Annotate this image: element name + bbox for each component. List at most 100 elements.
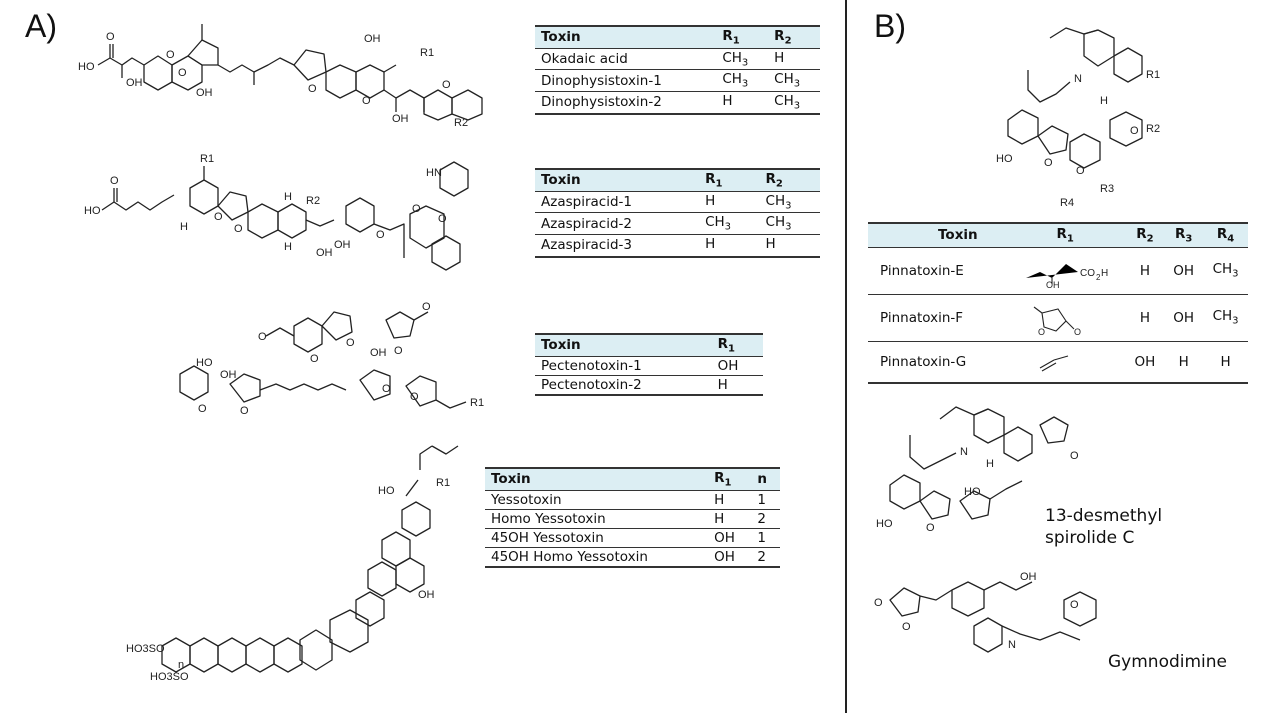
- svg-text:O: O: [310, 353, 319, 365]
- svg-text:R3: R3: [1100, 183, 1114, 195]
- col-toxin: Toxin: [868, 221, 1005, 248]
- svg-text:O: O: [234, 223, 243, 235]
- toxin-name: 45OH Yessotoxin: [485, 528, 709, 548]
- r1-structure: [1004, 341, 1126, 384]
- svg-text:O: O: [198, 403, 207, 415]
- toxin-name: Azaspiracid-3: [535, 234, 700, 258]
- r1-value: H: [708, 509, 752, 529]
- svg-text:O: O: [1070, 599, 1079, 611]
- svg-text:O: O: [346, 337, 355, 349]
- col-r1: R1: [711, 332, 763, 357]
- spirolide-structure: O N H HO O HO: [876, 406, 1079, 534]
- r2-value: CH3: [759, 212, 820, 236]
- r1-value: CH3: [716, 69, 769, 93]
- svg-text:HO3SO: HO3SO: [126, 643, 165, 655]
- svg-text:H: H: [986, 458, 994, 470]
- col-r2: R2: [768, 24, 820, 49]
- svg-text:O: O: [902, 621, 911, 633]
- table-row: Pinnatoxin-E CO 2 H OH H OH CH3: [868, 247, 1248, 295]
- svg-text:n: n: [178, 659, 184, 671]
- table-row: Pectenotoxin-1 OH: [535, 356, 763, 376]
- col-toxin: Toxin: [535, 24, 717, 49]
- r1-value: OH: [711, 356, 763, 376]
- table-row: Dinophysistoxin-1 CH3 CH3: [535, 69, 820, 93]
- svg-text:HO: HO: [964, 486, 981, 498]
- table-row: Pinnatoxin-G OH H H: [868, 341, 1248, 384]
- col-r1: R1: [716, 24, 769, 49]
- svg-text:O: O: [258, 331, 267, 343]
- svg-text:OH: OH: [1046, 280, 1060, 288]
- svg-text:2: 2: [1096, 273, 1101, 282]
- svg-text:R2: R2: [306, 195, 320, 207]
- svg-text:H: H: [180, 221, 188, 233]
- pinnatoxin-table: Toxin R1 R2 R3 R4 Pinnatoxin-E CO 2 H OH…: [868, 221, 1248, 384]
- table-row: Azaspiracid-2 CH3 CH3: [535, 212, 820, 236]
- svg-text:O: O: [442, 79, 451, 91]
- svg-text:HO: HO: [78, 61, 95, 73]
- pectenotoxin-table: Toxin R1 Pectenotoxin-1 OH Pectenotoxin-…: [535, 332, 763, 396]
- gymnodimine-caption: Gymnodimine: [1108, 652, 1227, 672]
- spirolide-name-line1: 13-desmethyl: [1045, 506, 1163, 526]
- r2-value: CH3: [768, 69, 820, 93]
- svg-text:OH: OH: [126, 77, 143, 89]
- svg-text:N: N: [1074, 73, 1082, 85]
- svg-text:HO: HO: [876, 518, 893, 530]
- r2-value: OH: [1125, 341, 1165, 384]
- svg-text:O: O: [1070, 450, 1079, 462]
- n-value: 2: [751, 509, 780, 529]
- svg-text:O: O: [178, 67, 187, 79]
- table-row: Pectenotoxin-2 H: [535, 375, 763, 396]
- r1-structure: O O: [1004, 294, 1126, 342]
- r4-value: CH3: [1203, 294, 1248, 342]
- col-r3: R3: [1164, 221, 1204, 248]
- r2-value: H: [1125, 294, 1165, 342]
- svg-text:O: O: [412, 203, 421, 215]
- svg-text:CO: CO: [1080, 268, 1095, 279]
- pectenotoxin-structure: O O O OH O O HO OH O O O O R1: [179, 301, 484, 417]
- col-r1: R1: [1004, 221, 1126, 248]
- col-n: n: [751, 466, 780, 491]
- svg-text:R4: R4: [1060, 197, 1074, 209]
- svg-text:R1: R1: [1146, 69, 1160, 81]
- n-value: 1: [751, 528, 780, 548]
- svg-text:HO: HO: [196, 357, 213, 369]
- pinnatoxin-structure: R1 N H HO O O O R2 R3 R4: [996, 27, 1160, 209]
- svg-text:N: N: [960, 446, 968, 458]
- svg-text:O: O: [308, 83, 317, 95]
- toxin-name: Dinophysistoxin-2: [535, 91, 717, 115]
- r2-value: CH3: [759, 191, 820, 214]
- n-value: 1: [751, 490, 780, 510]
- r1-value: CH3: [699, 212, 760, 236]
- svg-text:OH: OH: [334, 239, 351, 251]
- svg-text:O: O: [410, 391, 419, 403]
- r1-value: OH: [708, 547, 752, 568]
- table-row: Yessotoxin H 1: [485, 490, 780, 510]
- r1-value: CH3: [716, 48, 769, 71]
- svg-text:OH: OH: [370, 347, 387, 359]
- col-r1: R1: [708, 466, 752, 491]
- azaspiracid-structure: HO O R1 H O O H H R2 OH OH O O O HN: [84, 153, 469, 271]
- col-toxin: Toxin: [485, 466, 709, 491]
- svg-text:N: N: [1008, 639, 1016, 651]
- table-row: 45OH Yessotoxin OH 1: [485, 528, 780, 548]
- okadaic-acid-structure: HO O OH O OH O O OH O OH R1 R2 O: [78, 24, 483, 129]
- toxin-name: Homo Yessotoxin: [485, 509, 709, 529]
- r3-value: OH: [1164, 294, 1204, 342]
- yessotoxin-table: Toxin R1 n Yessotoxin H 1 Homo Yessotoxi…: [485, 466, 780, 568]
- svg-text:O: O: [166, 49, 175, 61]
- svg-text:O: O: [240, 405, 249, 417]
- r4-value: CH3: [1203, 247, 1248, 295]
- toxin-name: Yessotoxin: [485, 490, 709, 510]
- panel-b-label: B): [874, 8, 906, 44]
- svg-text:HO: HO: [84, 205, 101, 217]
- table-row: 45OH Homo Yessotoxin OH 2: [485, 547, 780, 568]
- azaspiracid-table: Toxin R1 R2 Azaspiracid-1 H CH3 Azaspira…: [535, 167, 820, 258]
- svg-text:O: O: [874, 597, 883, 609]
- svg-text:O: O: [382, 383, 391, 395]
- svg-text:H: H: [1100, 95, 1108, 107]
- svg-text:O: O: [106, 31, 115, 43]
- toxin-name: Dinophysistoxin-1: [535, 69, 717, 93]
- svg-text:HO: HO: [996, 153, 1013, 165]
- svg-text:OH: OH: [220, 369, 237, 381]
- r1-value: H: [711, 375, 763, 396]
